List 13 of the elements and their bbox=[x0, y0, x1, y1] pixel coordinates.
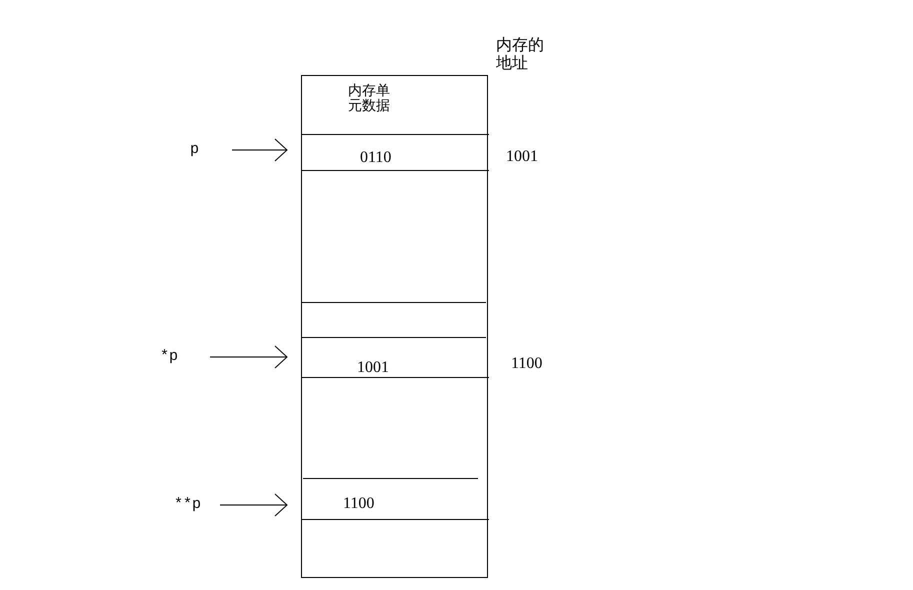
column-heading: 内存单元数据 bbox=[348, 84, 390, 114]
cell-value: 0110 bbox=[360, 150, 392, 166]
cell-value: 1100 bbox=[343, 496, 374, 512]
arrow bbox=[210, 346, 288, 368]
cell-value: 1001 bbox=[357, 360, 389, 376]
arrow bbox=[232, 138, 288, 162]
pointer-label: *p bbox=[160, 349, 178, 364]
arrow bbox=[220, 494, 288, 516]
address-value: 1100 bbox=[511, 356, 542, 372]
address-value: 1001 bbox=[506, 149, 538, 165]
column-heading: 内存的地址 bbox=[496, 36, 545, 72]
pointer-label: **p bbox=[174, 497, 202, 512]
pointer-label: p bbox=[190, 142, 200, 157]
